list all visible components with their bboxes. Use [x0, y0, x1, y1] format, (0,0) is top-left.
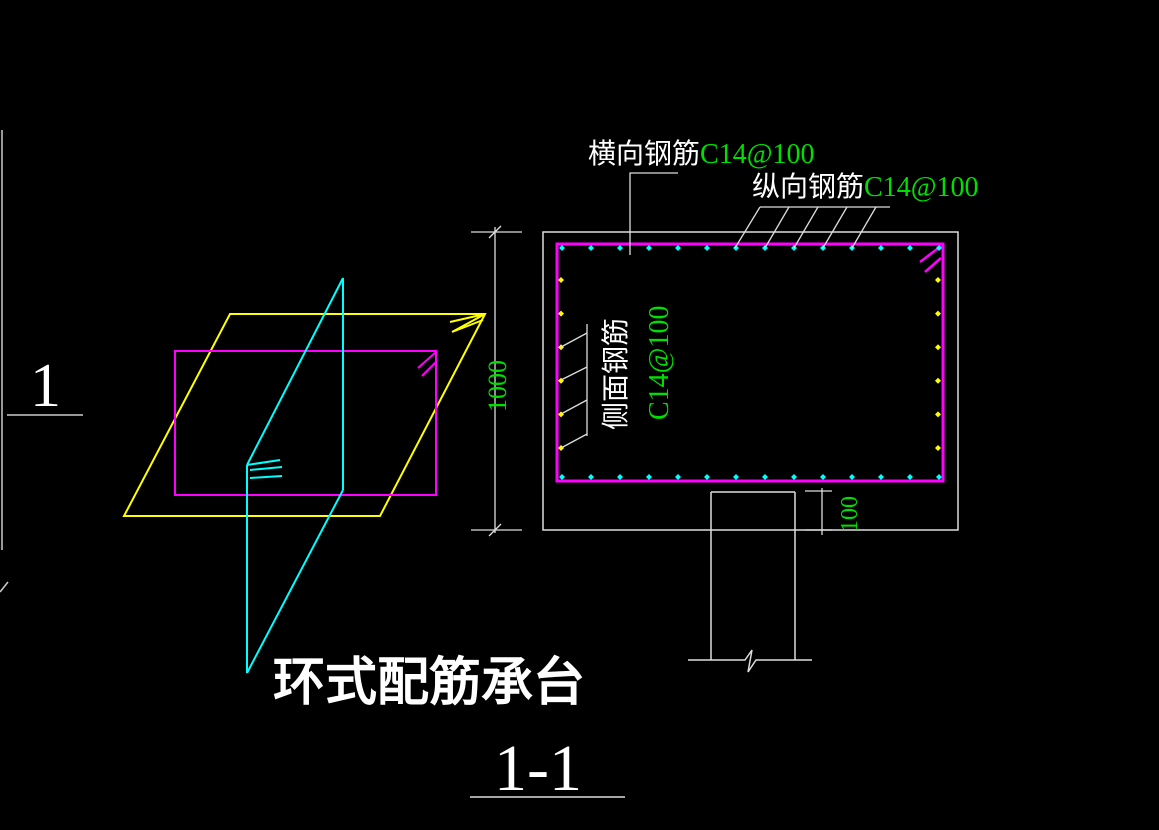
bottom-rebar-dot [675, 474, 681, 480]
bottom-rebar-dot [704, 474, 710, 480]
side-rebar-spec: C14@100 [644, 306, 675, 420]
side-rebar-dot [935, 344, 941, 351]
top-rebar-dot [646, 245, 652, 251]
side-rebar-dot [558, 310, 564, 317]
cyan-plane [246, 277, 344, 674]
drawing-title: 环式配筋承台 [273, 653, 585, 713]
side-rebar-dot [558, 344, 564, 351]
dimension-height-label: 1000 [483, 360, 512, 412]
top-rebar-dot [878, 245, 884, 251]
top-rebar-dot [559, 245, 565, 251]
bottom-rebar-dot [936, 474, 942, 480]
bottom-rebar-dot [733, 474, 739, 480]
bottom-rebar-dot [559, 474, 565, 480]
isometric-sketch [122, 277, 487, 674]
bottom-rebar-dot [878, 474, 884, 480]
transverse-rebar-label: 横向钢筋C14@100 [588, 137, 814, 170]
dimension-height [471, 225, 522, 537]
section-title: 1-1 [494, 732, 582, 805]
bottom-rebar-dot [791, 474, 797, 480]
side-rebar-dot [935, 310, 941, 317]
top-rebar-dot [675, 245, 681, 251]
top-rebar-dot [617, 245, 623, 251]
yellow-plane [122, 313, 487, 517]
bottom-rebar-dot [762, 474, 768, 480]
bottom-rebar-dot [588, 474, 594, 480]
side-rebar-dot [935, 411, 941, 418]
section-marker [0, 130, 83, 593]
ring-rebar [555, 242, 945, 483]
top-rebar-dot [733, 245, 739, 251]
side-rebar-dot [558, 277, 564, 283]
bottom-rebar-dot [907, 474, 913, 480]
bottom-rebar-dot [646, 474, 652, 480]
side-rebar-dot [935, 445, 941, 451]
rebar-dots [558, 245, 942, 480]
side-rebar-dot [935, 277, 941, 283]
cap-outline [542, 231, 959, 531]
dimension-embed [805, 488, 832, 535]
side-rebar-dot [935, 377, 941, 384]
pier [688, 491, 812, 673]
magenta-rebar-loop [174, 350, 437, 496]
yellow-hook [449, 313, 486, 333]
dimension-embed-label: 100 [837, 496, 863, 532]
top-rebar-dot [907, 245, 913, 251]
bottom-rebar-dot [849, 474, 855, 480]
section-number: 1 [30, 352, 61, 420]
top-rebar-dot [936, 245, 942, 251]
side-rebar-name: 侧面钢筋 [599, 318, 632, 430]
top-rebar-dot [704, 245, 710, 251]
top-rebar-dot [588, 245, 594, 251]
leaders [560, 172, 890, 449]
bottom-rebar-dot [820, 474, 826, 480]
longitudinal-rebar-label: 纵向钢筋C14@100 [752, 170, 978, 203]
bottom-rebar-dot [617, 474, 623, 480]
